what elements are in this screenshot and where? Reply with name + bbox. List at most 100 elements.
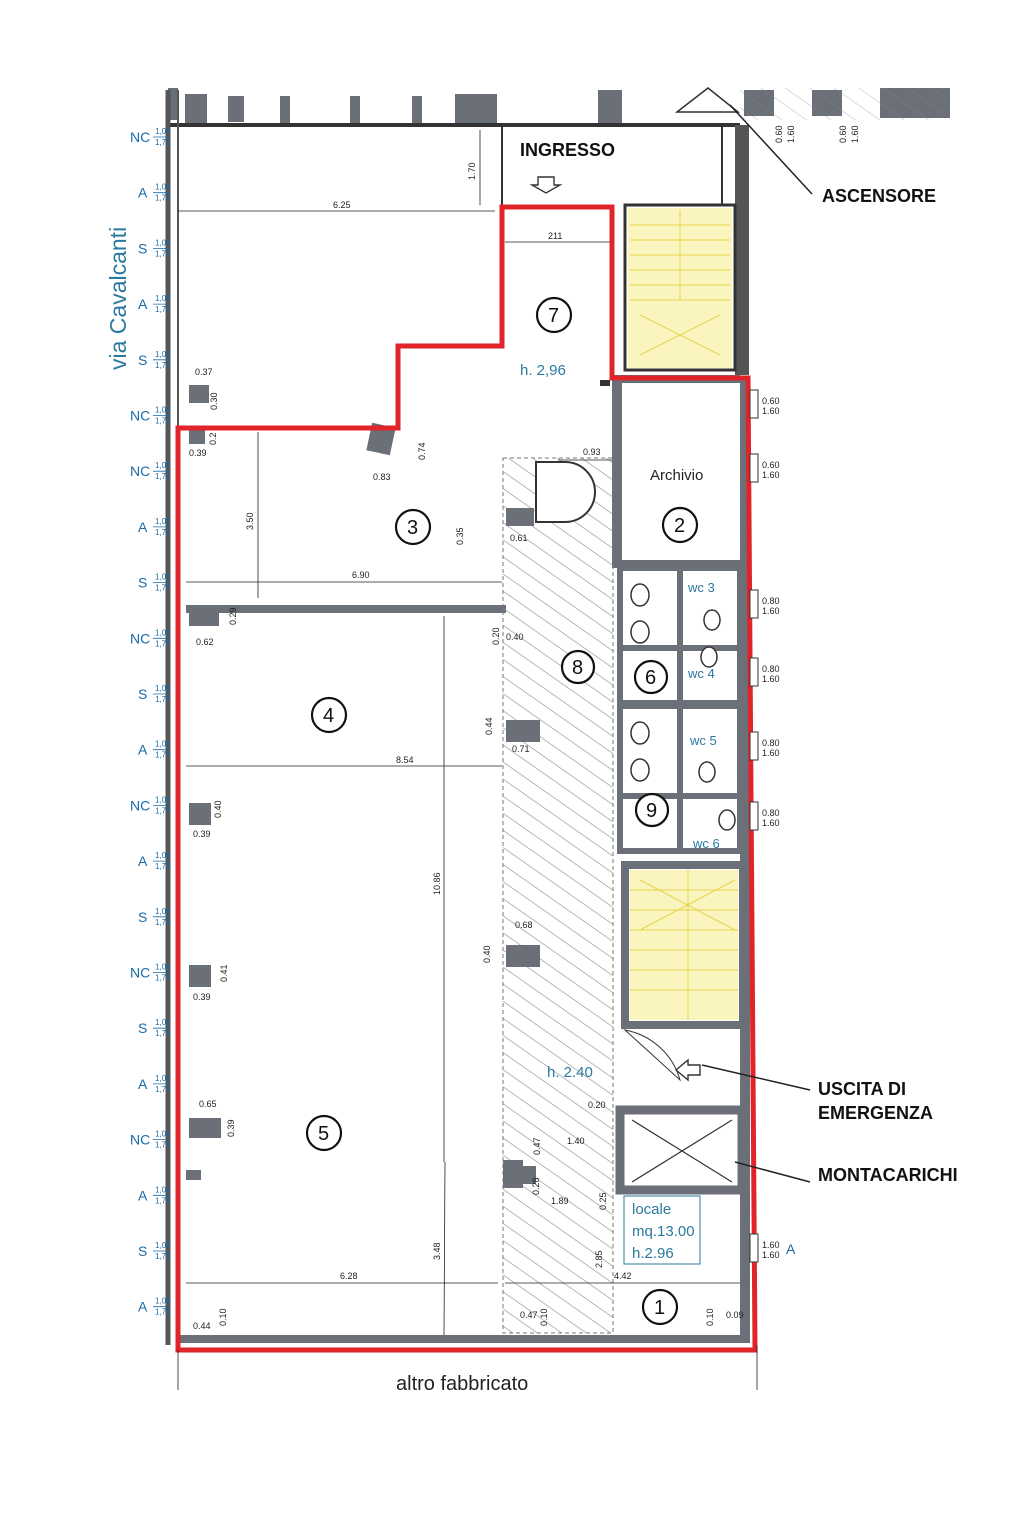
uscita-label-2: EMERGENZA (818, 1103, 933, 1123)
window-width: 1,00 (155, 183, 171, 192)
room-3-marker: 3 (394, 508, 432, 546)
room-4-marker: 4 (310, 696, 348, 734)
window-height: 1,70 (155, 695, 171, 704)
room-6-number: 6 (645, 667, 656, 689)
dim-039b: 0.39 (193, 829, 211, 839)
room-8-number: 8 (572, 657, 583, 679)
window-width: 1,00 (155, 628, 171, 637)
dim-044: 0.44 (484, 717, 494, 735)
dim-028: 0.28 (531, 1177, 541, 1195)
dim-010a: 0.10 (218, 1308, 228, 1326)
wc6-label: wc 6 (692, 836, 720, 851)
window-width: 1,00 (155, 406, 171, 415)
window-type-code: A (786, 1241, 796, 1257)
window-frame (749, 453, 759, 483)
window-width: 1,00 (155, 1130, 171, 1139)
window-height: 1,70 (155, 1085, 171, 1094)
window-height: 1,70 (155, 1252, 171, 1261)
ascensore-label: ASCENSORE (822, 186, 936, 206)
top-window-labels: 0.60 1.60 0.60 1.60 (774, 125, 860, 143)
dim-189: 1.89 (551, 1196, 569, 1206)
window-width: 1,00 (155, 1018, 171, 1027)
window-width: 1,00 (155, 795, 171, 804)
dim-041: 0.41 (219, 964, 229, 982)
dim-083: 0.83 (373, 472, 391, 482)
dim-009: 0.09 (726, 1310, 744, 1320)
wc5-label: wc 5 (689, 733, 717, 748)
window-frame (749, 389, 759, 419)
right-window-label: 0.801.60 (749, 801, 780, 831)
dim-093: 0.93 (583, 447, 601, 457)
room-9-marker: 9 (634, 792, 670, 828)
dim-628: 6.28 (340, 1271, 358, 1281)
window-height: 1,70 (155, 806, 171, 815)
dim-348: 3.48 (432, 1242, 442, 1260)
dim-062: 0.62 (196, 637, 214, 647)
window-type-code: NC (130, 797, 150, 813)
neighbour-hatch (740, 88, 945, 120)
callouts: INGRESSO ASCENSORE USCITA DI EMERGENZA M… (520, 104, 958, 1185)
goods-lift (615, 1105, 747, 1195)
unit-boundary (175, 204, 758, 1353)
window-height: 1.60 (762, 606, 780, 616)
top-window-2-w: 0.60 (838, 125, 848, 143)
window-height: 1,70 (155, 417, 171, 426)
window-width: 1,00 (155, 1185, 171, 1194)
window-height: 1,70 (155, 528, 171, 537)
dim-350: 3.50 (245, 512, 255, 530)
window-height: 1,70 (155, 1141, 171, 1150)
room-6-marker: 6 (633, 659, 669, 695)
window-height: 1,70 (155, 1308, 171, 1317)
window-frame (749, 801, 759, 831)
window-width: 1,00 (155, 963, 171, 972)
window-width: 1,00 (155, 907, 171, 916)
dim-037: 0.37 (195, 367, 213, 377)
window-type-code: A (138, 185, 148, 201)
uscita-label-1: USCITA DI (818, 1079, 906, 1099)
dim-690: 6.90 (352, 570, 370, 580)
room-2-number: 2 (674, 515, 685, 537)
dim-1086: 10.86 (432, 872, 442, 895)
pillars (189, 385, 540, 1184)
dim-040a: 0.40 (506, 632, 524, 642)
dim-025: 0.25 (598, 1192, 608, 1210)
window-width: 1,00 (155, 294, 171, 303)
height-label-7: h. 2,96 (520, 362, 566, 379)
window-type-code: A (138, 1076, 148, 1092)
window-frame (749, 731, 759, 761)
dimension-texts: 6.25 1.70 211 0.37 0.30 0.2 0.39 0.83 0.… (189, 162, 744, 1331)
wc3-label: wc 3 (687, 580, 715, 595)
window-height: 1,70 (155, 1029, 171, 1038)
wc-block (617, 565, 743, 854)
dim-020b: 0.20 (588, 1100, 606, 1110)
dim-039c: 0.39 (193, 992, 211, 1002)
room-4-number: 4 (323, 705, 334, 727)
window-width: 1,00 (155, 740, 171, 749)
window-type-code: S (138, 686, 147, 702)
window-height: 1.60 (762, 748, 780, 758)
wc-fixtures (630, 583, 736, 831)
height-label-corridor: h. 2.40 (547, 1064, 593, 1081)
right-window-label: 0.801.60 (749, 657, 780, 687)
room-7-marker: 7 (535, 296, 573, 334)
dim-071: 0.71 (512, 744, 530, 754)
dim-030: 0.30 (209, 392, 219, 410)
window-frame (749, 657, 759, 687)
window-height: 1,70 (155, 361, 171, 370)
window-height: 1,70 (155, 639, 171, 648)
window-width: 1,00 (155, 461, 171, 470)
window-height: 1,70 (155, 862, 171, 871)
window-width: 0.60 (762, 460, 780, 470)
dim-010c: 0.10 (705, 1308, 715, 1326)
window-height: 1.60 (762, 818, 780, 828)
left-window-label: NC 1,00 1,70 (130, 795, 171, 815)
window-frame (749, 589, 759, 619)
window-width: 1,00 (155, 350, 171, 359)
window-width: 0.80 (762, 596, 780, 606)
